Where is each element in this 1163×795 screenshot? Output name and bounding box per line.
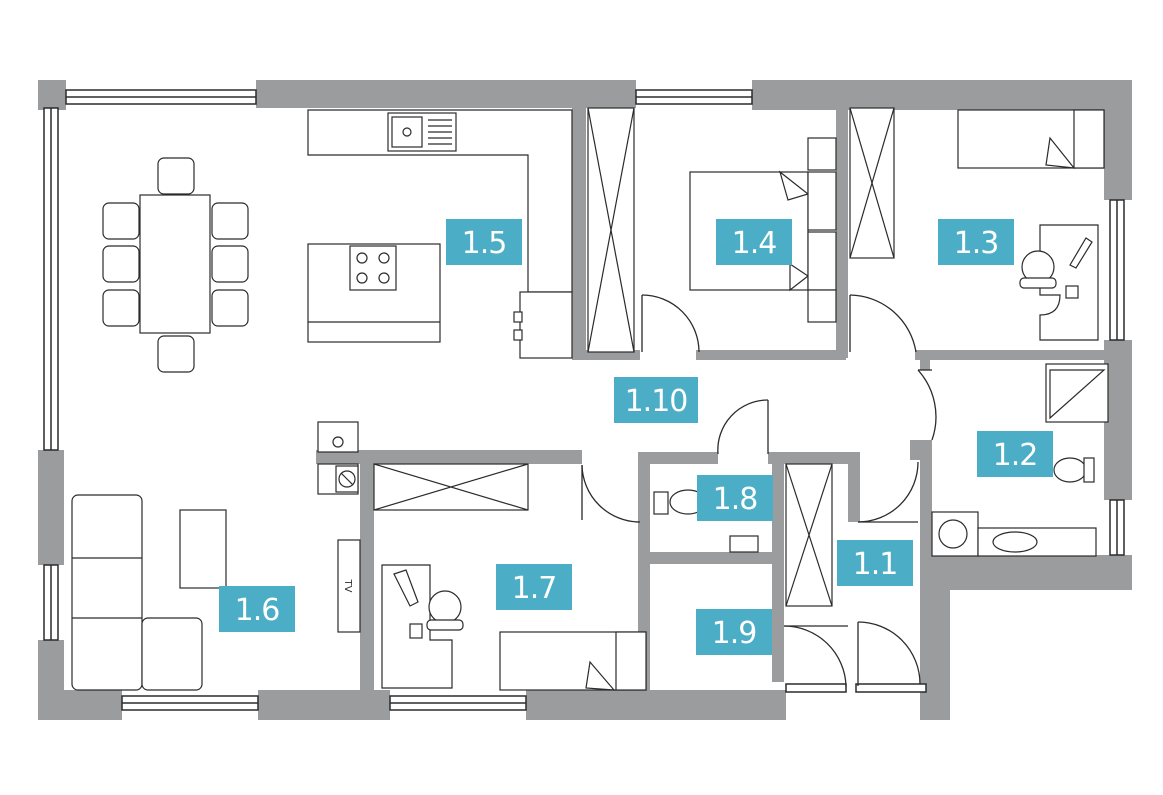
room-label-1-6: 1.6	[219, 586, 295, 632]
furniture: TV	[71, 107, 1109, 691]
room-label-1-7: 1.7	[496, 564, 572, 610]
walls	[38, 80, 1132, 720]
windows	[43, 89, 1125, 711]
svg-text:1.8: 1.8	[713, 482, 758, 517]
room-label-1-2: 1.2	[977, 431, 1053, 477]
svg-text:1.6: 1.6	[235, 593, 280, 628]
svg-text:1.1: 1.1	[853, 547, 898, 582]
svg-text:1.2: 1.2	[993, 438, 1038, 473]
tv-mark: TV	[342, 579, 353, 593]
room-label-1-8: 1.8	[697, 475, 773, 521]
room-label-1-3: 1.3	[938, 219, 1014, 265]
svg-text:1.10: 1.10	[625, 384, 688, 419]
room-label-1-9: 1.9	[696, 609, 772, 655]
svg-text:1.5: 1.5	[462, 226, 507, 261]
svg-text:1.7: 1.7	[512, 571, 557, 606]
doors	[581, 294, 937, 687]
room-label-1-5: 1.5	[446, 219, 522, 265]
room-label-1-4: 1.4	[716, 219, 792, 265]
room-labels: 1.1 1.2 1.3 1.4 1.5 1.6 1.7 1.8	[219, 219, 1053, 655]
room-label-1-1: 1.1	[837, 540, 913, 586]
svg-text:1.4: 1.4	[732, 226, 777, 261]
svg-text:1.9: 1.9	[712, 616, 757, 651]
room-label-1-10: 1.10	[614, 377, 698, 423]
svg-text:1.3: 1.3	[954, 226, 999, 261]
